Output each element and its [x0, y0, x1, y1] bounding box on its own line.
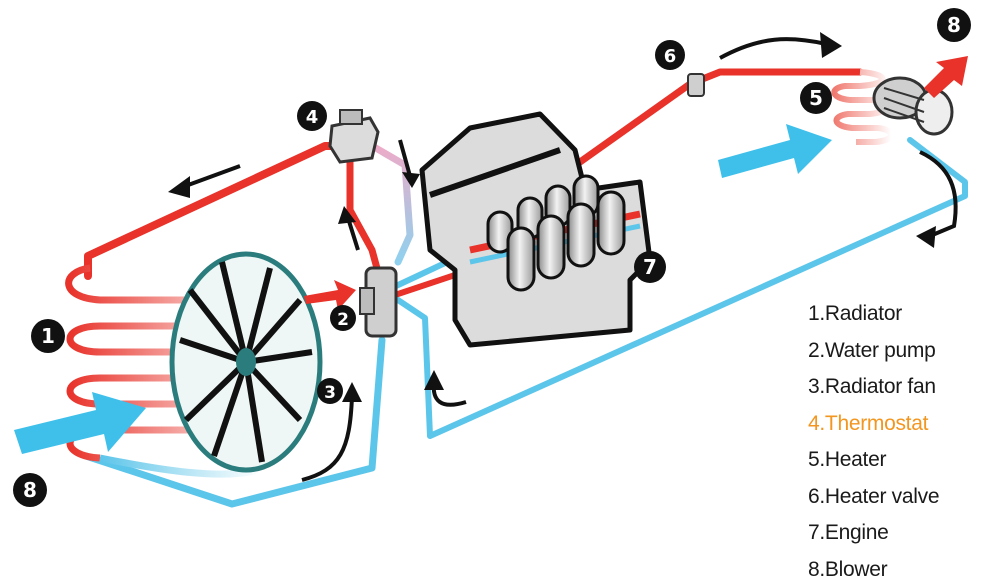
thermostat-graphic: [330, 110, 378, 162]
marker-3: 3: [317, 378, 343, 404]
air-arrow-right: [718, 124, 832, 178]
svg-text:2: 2: [337, 310, 349, 330]
svg-text:8: 8: [23, 478, 37, 502]
heater-valve-graphic: [688, 74, 704, 96]
marker-1: 1: [31, 319, 65, 353]
legend-item-thermostat: 4.Thermostat: [808, 406, 984, 443]
svg-text:1: 1: [41, 324, 55, 348]
svg-text:3: 3: [324, 383, 336, 403]
legend-item-water-pump: 2.Water pump: [808, 333, 984, 370]
engine-graphic: [422, 114, 650, 345]
radiator-fan-graphic: [172, 254, 320, 470]
legend-item-heater-valve: 6.Heater valve: [808, 479, 984, 516]
svg-text:7: 7: [643, 255, 657, 279]
svg-text:8: 8: [947, 13, 961, 37]
marker-8-right: 8: [937, 8, 971, 42]
pipe-thermostat-to-pump: [350, 160, 378, 272]
svg-text:4: 4: [306, 107, 319, 128]
pipe-radiator-to-thermostat: [88, 146, 338, 276]
legend-item-radiator-fan: 3.Radiator fan: [808, 369, 984, 406]
svg-text:6: 6: [664, 46, 677, 67]
pump-output-arrow: [304, 280, 356, 310]
blower-output-arrow: [924, 56, 968, 98]
legend: 1.Radiator 2.Water pump 3.Radiator fan 4…: [808, 296, 984, 588]
marker-7: 7: [634, 251, 666, 283]
marker-5: 5: [800, 82, 832, 114]
marker-6: 6: [655, 40, 685, 70]
water-pump-graphic: [360, 268, 396, 336]
svg-text:5: 5: [809, 86, 823, 110]
legend-item-engine: 7.Engine: [808, 515, 984, 552]
legend-item-heater: 5.Heater: [808, 442, 984, 479]
marker-8-left: 8: [13, 473, 47, 507]
marker-2: 2: [330, 305, 356, 331]
legend-item-radiator: 1.Radiator: [808, 296, 984, 333]
marker-4: 4: [297, 101, 327, 131]
